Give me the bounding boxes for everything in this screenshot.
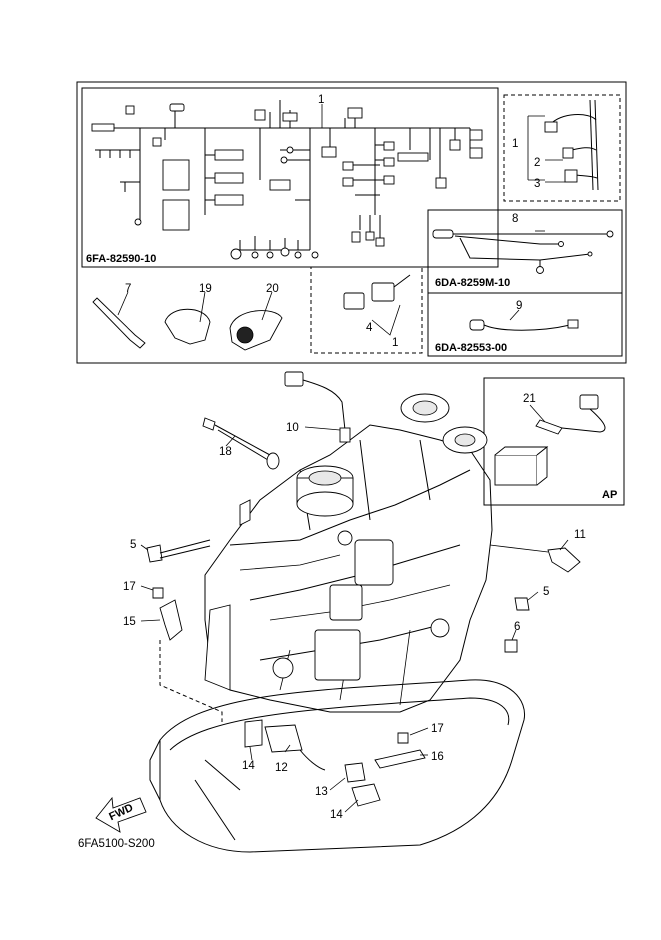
callout-20: 20 bbox=[266, 283, 279, 295]
callout-1-relay: 1 bbox=[392, 337, 398, 349]
wire-harness bbox=[91, 100, 483, 260]
callout-13: 13 bbox=[315, 786, 328, 798]
callout-16: 16 bbox=[431, 751, 444, 763]
lead-wire bbox=[469, 319, 579, 331]
kit-code-harness-sub: 6DA-8259M-10 bbox=[435, 277, 510, 289]
callout-leaders-top bbox=[117, 230, 545, 323]
engine-block bbox=[149, 393, 526, 853]
callout-8: 8 bbox=[512, 213, 518, 225]
sub-harness bbox=[432, 229, 614, 274]
callout-5-right: 5 bbox=[543, 586, 549, 598]
callout-2: 2 bbox=[534, 157, 540, 169]
ap-parts bbox=[494, 394, 606, 486]
callout-4: 4 bbox=[366, 322, 373, 334]
ap-inset-box bbox=[483, 377, 625, 506]
fwd-arrow-icon bbox=[95, 796, 147, 833]
callout-15: 15 bbox=[123, 616, 136, 628]
inset-label-ap: AP bbox=[602, 489, 617, 501]
callout-9: 9 bbox=[516, 300, 522, 312]
callout-17-right: 17 bbox=[431, 723, 444, 735]
callout-21: 21 bbox=[523, 393, 536, 405]
lead-wire-box bbox=[427, 292, 623, 357]
callout-1-inset: 1 bbox=[512, 138, 518, 150]
callout-10: 10 bbox=[286, 422, 299, 434]
kit-code-lead-wire: 6DA-82553-00 bbox=[435, 342, 507, 354]
loose-parts bbox=[146, 371, 581, 807]
callout-leaders-main bbox=[140, 426, 569, 813]
callout-14-left: 14 bbox=[242, 760, 255, 772]
callout-11: 11 bbox=[574, 529, 586, 541]
callout-18: 18 bbox=[219, 446, 232, 458]
connector-inset-box bbox=[503, 94, 621, 202]
callout-6: 6 bbox=[514, 621, 520, 633]
kit-code-harness-main: 6FA-82590-10 bbox=[86, 253, 156, 265]
clamps bbox=[92, 297, 283, 351]
harness-main-box bbox=[81, 87, 499, 268]
callout-3: 3 bbox=[534, 178, 540, 190]
callout-14-right: 14 bbox=[330, 809, 343, 821]
callout-5-left: 5 bbox=[130, 539, 136, 551]
kit-box bbox=[76, 81, 627, 364]
callout-1: 1 bbox=[318, 94, 324, 106]
drawing-number: 6FA5100-S200 bbox=[78, 838, 155, 850]
connector-inset bbox=[527, 99, 599, 191]
relay-inset-box bbox=[310, 266, 423, 354]
callout-17-left: 17 bbox=[123, 581, 136, 593]
callout-12: 12 bbox=[275, 762, 288, 774]
callout-19: 19 bbox=[199, 283, 212, 295]
relay-parts bbox=[343, 274, 411, 336]
callout-7: 7 bbox=[125, 283, 131, 295]
